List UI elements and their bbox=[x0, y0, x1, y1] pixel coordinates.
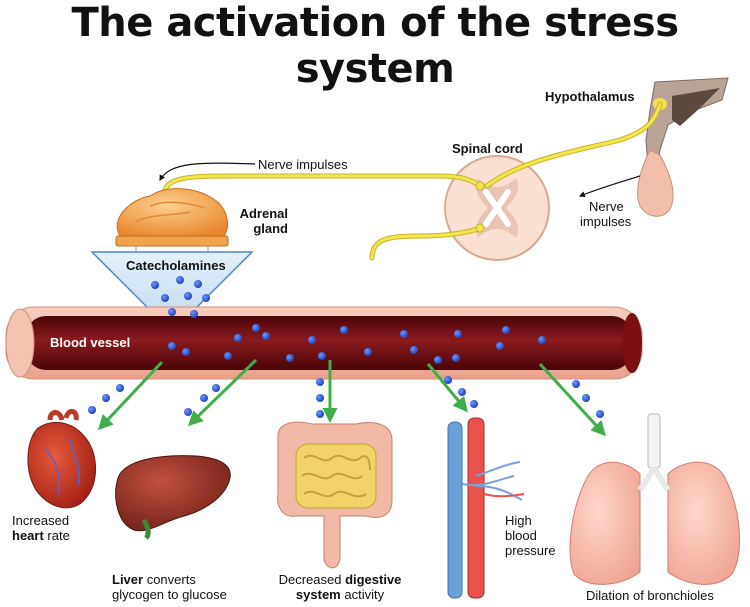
label-digestive: Decreased digestive system activity bbox=[266, 572, 414, 602]
catecholamine-dot bbox=[316, 378, 324, 386]
catecholamine-dot bbox=[538, 336, 546, 344]
lungs-illustration bbox=[569, 413, 740, 585]
heart-bold: heart bbox=[12, 528, 44, 543]
pressure-line1: High bbox=[505, 513, 532, 528]
catecholamine-dot bbox=[190, 310, 198, 318]
catecholamine-dot bbox=[176, 276, 184, 284]
catecholamine-dot bbox=[184, 292, 192, 300]
catecholamine-dot bbox=[252, 324, 260, 332]
catecholamine-dot bbox=[470, 400, 478, 408]
blood-vessel bbox=[5, 306, 643, 380]
label-nerve-impulses-right: Nerve impulses bbox=[580, 199, 631, 229]
digestive-rest: activity bbox=[340, 587, 385, 602]
catecholamine-dot bbox=[454, 330, 462, 338]
adrenal-gland-illustration bbox=[115, 188, 229, 247]
intestines-illustration bbox=[277, 421, 393, 569]
catecholamine-dot bbox=[102, 394, 110, 402]
catecholamine-dot bbox=[582, 394, 590, 402]
label-nerve-line2: impulses bbox=[580, 214, 632, 229]
catecholamine-dot bbox=[224, 352, 232, 360]
digestive-bold2: system bbox=[295, 587, 341, 602]
effect-arrow bbox=[97, 360, 164, 431]
nerve-impulse-arrow-right bbox=[578, 175, 641, 198]
catecholamine-dot bbox=[340, 326, 348, 334]
digestive-pre: Decreased bbox=[278, 572, 346, 587]
catecholamine-dot bbox=[308, 336, 316, 344]
label-blood-pressure: High blood pressure bbox=[505, 513, 556, 558]
catecholamine-dot bbox=[194, 280, 202, 288]
effect-arrow bbox=[426, 363, 468, 413]
catecholamine-dot bbox=[496, 342, 504, 350]
catecholamine-dot bbox=[318, 352, 326, 360]
label-nerve-impulses-top: Nerve impulses bbox=[258, 157, 348, 172]
label-adrenal-line1: Adrenal bbox=[239, 206, 288, 221]
label-nerve-line1: Nerve bbox=[589, 199, 624, 214]
pressure-line3: pressure bbox=[505, 543, 556, 558]
liver-illustration bbox=[115, 455, 231, 540]
catecholamine-molecules bbox=[88, 276, 604, 418]
label-adrenal-line2: gland bbox=[253, 221, 288, 236]
catecholamine-dot bbox=[200, 394, 208, 402]
label-catecholamines: Catecholamines bbox=[126, 258, 226, 273]
heart-rest: rate bbox=[43, 528, 70, 543]
liver-rest: converts bbox=[143, 572, 196, 587]
catecholamine-dot bbox=[596, 410, 604, 418]
catecholamine-dot bbox=[364, 348, 372, 356]
catecholamine-dot bbox=[161, 294, 169, 302]
digestive-bold1: digestive bbox=[345, 572, 402, 587]
catecholamine-dot bbox=[234, 334, 242, 342]
effect-arrow bbox=[187, 358, 258, 427]
catecholamine-dot bbox=[410, 346, 418, 354]
catecholamine-dot bbox=[88, 406, 96, 414]
liver-bold: Liver bbox=[112, 572, 144, 587]
page-title: The activation of the stress system bbox=[71, 0, 680, 92]
catecholamine-dot bbox=[116, 384, 124, 392]
pressure-line2: blood bbox=[505, 528, 537, 543]
hypothalamus-illustration bbox=[637, 77, 729, 217]
label-hypothalamus: Hypothalamus bbox=[545, 89, 635, 104]
nerve-fibers bbox=[162, 101, 663, 261]
catecholamine-dot bbox=[168, 308, 176, 316]
spinal-cord-illustration bbox=[444, 155, 550, 261]
label-blood-vessel: Blood vessel bbox=[50, 335, 131, 350]
label-liver: Liver converts glycogen to glucose bbox=[112, 572, 227, 602]
heart-line1: Increased bbox=[12, 513, 70, 528]
catecholamine-dot bbox=[572, 380, 580, 388]
catecholamine-dot bbox=[444, 376, 452, 384]
catecholamine-dot bbox=[316, 410, 324, 418]
nerve-impulse-arrow-top bbox=[159, 162, 256, 182]
catecholamine-dot bbox=[502, 326, 510, 334]
catecholamine-dot bbox=[151, 281, 159, 289]
catecholamine-dot bbox=[262, 332, 270, 340]
catecholamine-dot bbox=[458, 388, 466, 396]
catecholamine-dot bbox=[316, 394, 324, 402]
catecholamine-dot bbox=[212, 384, 220, 392]
label-bronchioles: Dilation of bronchioles bbox=[586, 588, 714, 603]
catecholamine-dot bbox=[182, 348, 190, 356]
catecholamine-dot bbox=[184, 408, 192, 416]
catecholamine-dot bbox=[452, 354, 460, 362]
effect-arrows bbox=[97, 358, 607, 437]
heart-illustration bbox=[27, 409, 97, 509]
catecholamine-dot bbox=[286, 354, 294, 362]
catecholamine-dot bbox=[400, 330, 408, 338]
label-spinal-cord: Spinal cord bbox=[452, 141, 523, 156]
liver-line2: glycogen to glucose bbox=[112, 587, 227, 602]
label-adrenal-gland: Adrenal gland bbox=[224, 206, 288, 236]
label-heart-rate: Increased heart rate bbox=[12, 513, 70, 543]
blood-pressure-illustration bbox=[447, 417, 525, 599]
effect-arrow bbox=[538, 362, 607, 437]
catecholamine-dot bbox=[434, 356, 442, 364]
catecholamine-funnel bbox=[90, 246, 254, 334]
catecholamine-dot bbox=[202, 294, 210, 302]
catecholamine-dot bbox=[168, 342, 176, 350]
